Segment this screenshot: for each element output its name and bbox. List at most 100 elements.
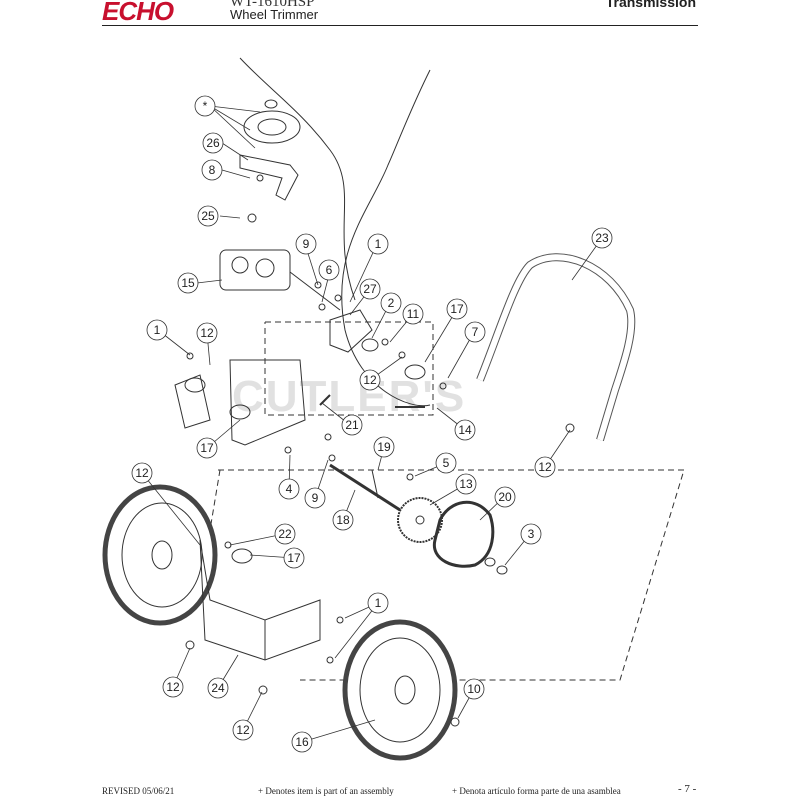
throttle-cable (239, 57, 356, 301)
callout-number: 12 (236, 723, 250, 737)
callout-number: 12 (538, 460, 552, 474)
watermark: CUTLER'S (232, 372, 467, 421)
callout-number: 21 (345, 418, 359, 432)
callout-13: 13 (455, 473, 477, 495)
callout-number: 12 (200, 326, 214, 340)
callout-number: 16 (295, 735, 309, 749)
assembly-outline (204, 321, 685, 681)
callout-number: 4 (286, 482, 293, 496)
callout-number: 1 (375, 237, 382, 251)
callout-number: 10 (467, 682, 481, 696)
callout-number: 7 (472, 325, 479, 339)
handle-inner (477, 254, 635, 441)
bracket-27 (329, 309, 373, 353)
model-number: WT-1610HSP (230, 0, 315, 10)
callout-number: 2 (388, 296, 395, 310)
callout-16: 16 (291, 731, 313, 753)
frame (199, 539, 321, 661)
callout-number: 27 (363, 282, 377, 296)
callout-9: 9 (304, 487, 326, 509)
callout-*: * (194, 95, 216, 117)
callout-24: 24 (207, 677, 229, 699)
echo-logo: ECHO (102, 0, 174, 26)
callout-number: 9 (303, 237, 310, 251)
page-number: - 7 - (678, 783, 697, 795)
callout-15: 15 (177, 272, 199, 294)
callout-27: 27 (359, 278, 381, 300)
side-plate (174, 374, 211, 429)
callout-19: 19 (373, 436, 395, 458)
callout-2: 2 (380, 292, 402, 314)
callout-20: 20 (494, 486, 516, 508)
callout-26: 26 (202, 132, 224, 154)
callout-number: 24 (211, 681, 225, 695)
callout-9: 9 (295, 233, 317, 255)
callout-25: 25 (197, 205, 219, 227)
footer-revised: REVISED 05/06/21 (102, 786, 175, 796)
callout-number: 11 (407, 307, 420, 321)
callout-number: 19 (377, 440, 391, 454)
callout-number: 12 (166, 680, 180, 694)
product-name: Wheel Trimmer (230, 7, 319, 22)
callout-1: 1 (146, 319, 168, 341)
header-rule (102, 25, 698, 26)
callout-12: 12 (534, 456, 556, 478)
footer-note-spanish: + Denota artículo forma parte de una asa… (452, 786, 621, 796)
callout-number: 18 (336, 513, 350, 527)
callout-1: 1 (367, 592, 389, 614)
callout-12: 12 (131, 462, 153, 484)
callout-6: 6 (318, 259, 340, 281)
left-wheel (102, 484, 218, 626)
callout-number: 17 (287, 551, 301, 565)
callout-number: 22 (278, 527, 292, 541)
bearing (404, 364, 426, 380)
callout-number: 1 (375, 596, 382, 610)
axle (329, 463, 401, 512)
callout-number: 17 (200, 441, 214, 455)
mounting-plate (229, 359, 306, 446)
callout-7: 7 (464, 321, 486, 343)
callout-14: 14 (454, 419, 476, 441)
callout-21: 21 (341, 414, 363, 436)
callout-10: 10 (463, 678, 485, 700)
callout-8: 8 (201, 159, 223, 181)
callout-number: 12 (363, 373, 377, 387)
callout-number: 20 (498, 490, 512, 504)
callout-12: 12 (196, 322, 218, 344)
bearing (184, 377, 206, 393)
bearing (229, 404, 251, 420)
callout-3: 3 (520, 523, 542, 545)
callout-number: 1 (154, 323, 161, 337)
callout-number: 12 (135, 466, 149, 480)
callout-4: 4 (278, 478, 300, 500)
drive-cable (341, 69, 431, 407)
bracket (239, 154, 299, 201)
callout-number: 5 (443, 456, 450, 470)
callout-number: 8 (209, 163, 216, 177)
transmission (219, 249, 341, 311)
right-wheel (342, 619, 458, 761)
callout-number: 13 (459, 477, 473, 491)
callout-1: 1 (367, 233, 389, 255)
callout-number: * (203, 99, 208, 113)
callout-17: 17 (196, 437, 218, 459)
callout-12: 12 (232, 719, 254, 741)
callout-12: 12 (359, 369, 381, 391)
callout-18: 18 (332, 509, 354, 531)
callout-17: 17 (283, 547, 305, 569)
callout-5: 5 (435, 452, 457, 474)
callout-number: 9 (312, 491, 319, 505)
bearing (361, 338, 379, 352)
page-header: ECHO WT-1610HSP Wheel Trimmer Transmissi… (0, 0, 800, 28)
bearing (231, 548, 253, 564)
callout-number: 15 (181, 276, 195, 290)
callout-12: 12 (162, 676, 184, 698)
callout-22: 22 (274, 523, 296, 545)
callout-number: 23 (595, 231, 609, 245)
callout-number: 3 (528, 527, 535, 541)
belt (432, 500, 495, 568)
section-title: Transmission (605, 0, 696, 10)
callout-11: 11 (402, 303, 424, 325)
